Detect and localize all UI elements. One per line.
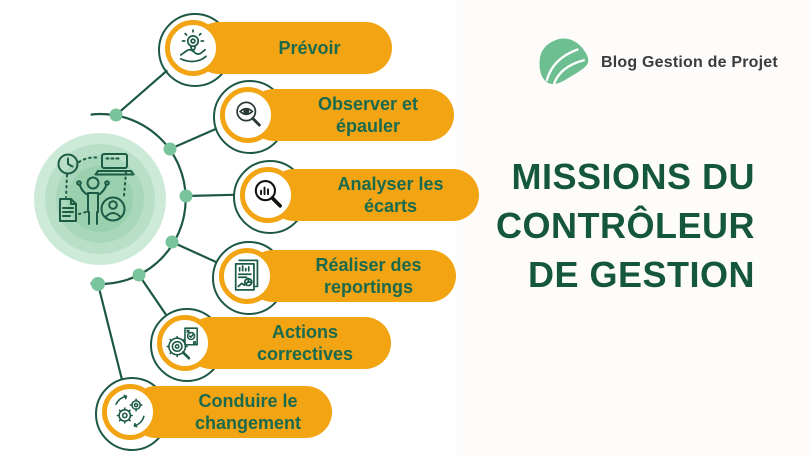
mission-icon-circle bbox=[240, 167, 296, 223]
diagram-connectors bbox=[34, 69, 235, 380]
title-line-1: MISSIONS DU bbox=[511, 156, 755, 197]
logo-mark-icon bbox=[539, 38, 589, 85]
mission-pill: Actions correctives bbox=[185, 317, 391, 369]
mission-label: Réaliser des reportings bbox=[315, 255, 422, 297]
mission-label: Observer et épauler bbox=[317, 94, 419, 136]
mission-label: Conduire le changement bbox=[194, 391, 302, 433]
laptop-icon bbox=[94, 153, 135, 176]
logo-text: Blog Gestion de Projet bbox=[601, 54, 778, 71]
mission-pill: Réaliser des reportings bbox=[247, 250, 456, 302]
mission-icon-circle bbox=[219, 248, 275, 304]
dotted-links bbox=[65, 156, 127, 215]
mission-pill: Prévoir bbox=[193, 22, 392, 74]
person-icon bbox=[76, 176, 110, 225]
mission-label: Analyser les écarts bbox=[337, 174, 444, 216]
chart-magnifier-icon bbox=[254, 180, 282, 208]
idea-hand-icon bbox=[179, 29, 207, 63]
avatar-icon bbox=[100, 196, 126, 222]
document-icon bbox=[59, 198, 77, 222]
mission-icon-circle bbox=[102, 384, 158, 440]
gears-change-icon bbox=[115, 394, 145, 428]
gear-magnifier-icon bbox=[166, 327, 198, 360]
mission-label: Actions correctives bbox=[256, 322, 354, 364]
logo: Blog Gestion de Projet bbox=[536, 36, 778, 90]
clock-icon bbox=[57, 153, 79, 175]
mission-pill: Observer et épauler bbox=[248, 89, 454, 141]
mission-pill: Analyser les écarts bbox=[268, 169, 479, 221]
eye-magnifier-icon bbox=[236, 101, 261, 127]
title-line-2: CONTRÔLEUR bbox=[496, 205, 755, 246]
title-line-3: DE GESTION bbox=[527, 254, 755, 295]
report-document-icon bbox=[234, 259, 259, 291]
mission-icon-circle bbox=[157, 315, 213, 371]
mission-icon-circle bbox=[165, 20, 221, 76]
mission-icon-circle bbox=[220, 87, 276, 143]
central-illustration bbox=[34, 133, 166, 265]
arc-nodes bbox=[91, 108, 193, 291]
page-title: MISSIONS DU CONTRÔLEUR DE GESTION bbox=[496, 152, 755, 299]
mission-pill: Conduire le changement bbox=[130, 386, 332, 438]
mission-label: Prévoir bbox=[278, 38, 341, 58]
